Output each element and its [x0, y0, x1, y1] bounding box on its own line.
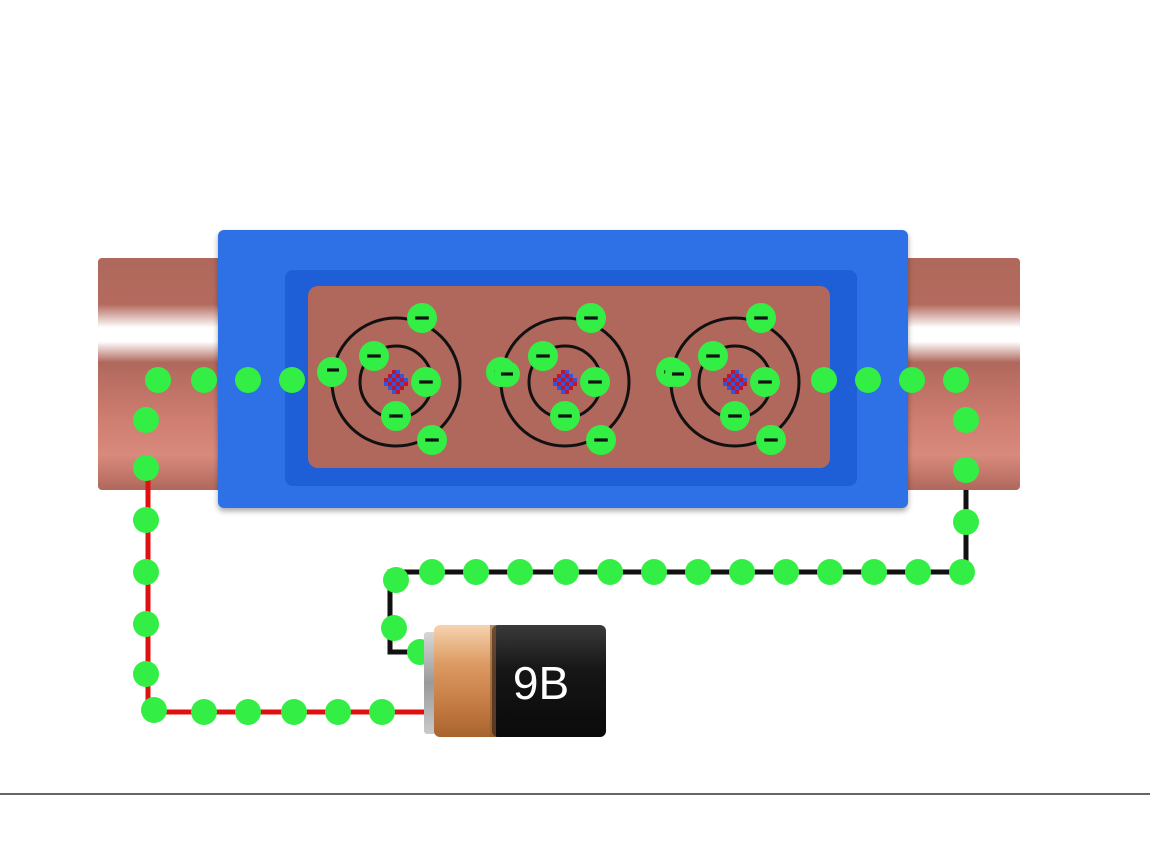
electron-icon [320, 357, 346, 383]
electron-icon [597, 559, 623, 585]
electron-icon [281, 699, 307, 725]
nucleus-icon [553, 370, 577, 394]
electron-icon [191, 367, 217, 393]
battery-positive-cap [424, 632, 436, 734]
electron-icon [580, 367, 610, 397]
electron-icon [381, 615, 407, 641]
electron-icon [141, 697, 167, 723]
electron-icon [369, 699, 395, 725]
electron-icon [381, 401, 411, 431]
electron-icon [586, 425, 616, 455]
electron-icon [729, 559, 755, 585]
electron-icon [756, 425, 786, 455]
electron-icon [641, 559, 667, 585]
electron-icon [133, 507, 159, 533]
battery-separator [490, 625, 496, 737]
electron-icon [953, 407, 979, 433]
electron-icon [383, 567, 409, 593]
electron-icon [953, 457, 979, 483]
electron-icon [720, 401, 750, 431]
electron-icon [811, 367, 837, 393]
electron-icon [419, 559, 445, 585]
electron-icon [359, 341, 389, 371]
electron-icon [133, 407, 159, 433]
electron-icon [507, 559, 533, 585]
electron-icon [133, 661, 159, 687]
electron-icon [325, 699, 351, 725]
electron-icon [905, 559, 931, 585]
electron-icon [750, 367, 780, 397]
electron-icon [861, 559, 887, 585]
electron-icon [407, 303, 437, 333]
electron-icon [145, 367, 171, 393]
electron-icon [553, 559, 579, 585]
nucleus-icon [723, 370, 747, 394]
electron-icon [949, 559, 975, 585]
electron-icon [528, 341, 558, 371]
atom [486, 303, 631, 455]
electron-icon [817, 559, 843, 585]
electron-icon [685, 559, 711, 585]
electron-icon [746, 303, 776, 333]
electron-icon [665, 361, 691, 387]
electron-icon [899, 367, 925, 393]
electron-icon [235, 367, 261, 393]
electron-icon [235, 699, 261, 725]
electron-icon [133, 455, 159, 481]
electron-icon [953, 509, 979, 535]
electron-icon [943, 367, 969, 393]
nucleus-icon [384, 370, 408, 394]
electron-icon [133, 611, 159, 637]
electron-trail [133, 357, 979, 725]
electron-icon [494, 361, 520, 387]
electron-icon [855, 367, 881, 393]
electron-icon [417, 425, 447, 455]
electron-icon [191, 699, 217, 725]
electron-icon [698, 341, 728, 371]
battery-terminal-positive [434, 625, 506, 737]
electron-icon [773, 559, 799, 585]
electron-icon [463, 559, 489, 585]
electron-icon [133, 559, 159, 585]
battery-label: 9B [513, 657, 569, 709]
electron-icon [576, 303, 606, 333]
electron-icon [550, 401, 580, 431]
electron-icon [279, 367, 305, 393]
battery-terminal-negative [492, 625, 606, 737]
battery: 9B [424, 625, 606, 737]
electron-icon [411, 367, 441, 397]
